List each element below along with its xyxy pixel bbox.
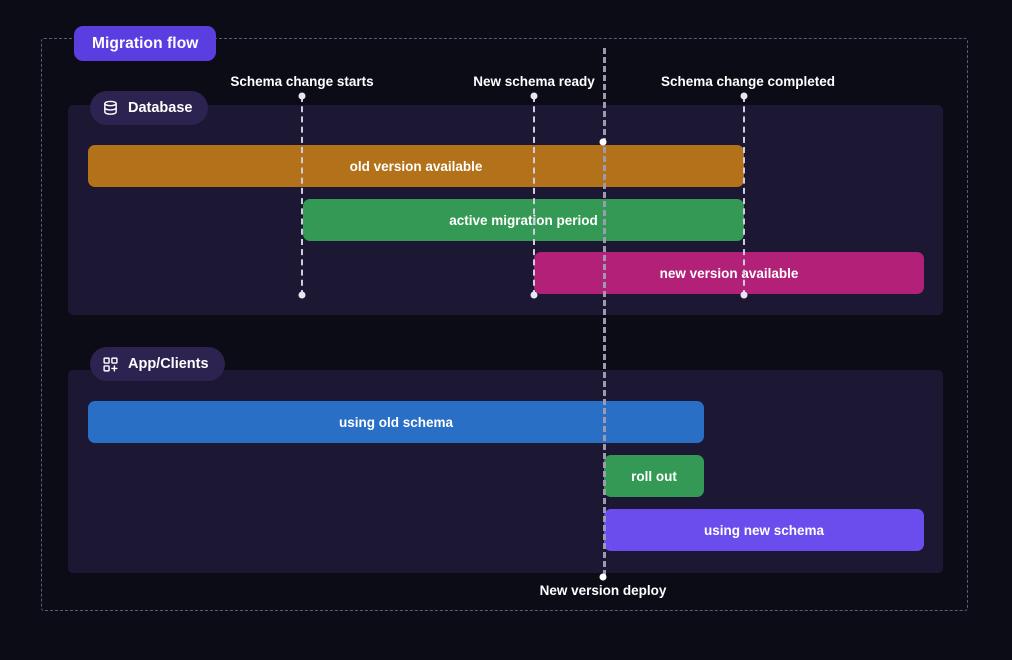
bar-old-version-available: old version available [88, 145, 744, 187]
bar-label: active migration period [449, 212, 598, 228]
milestone-dot-schema-change-completed [740, 92, 748, 100]
lane-badge-app-clients: App/Clients [90, 347, 225, 381]
bar-using-new-schema: using new schema [604, 509, 924, 551]
milestone-line-schema-change-completed [743, 96, 745, 296]
milestone-line-schema-change-starts [301, 96, 303, 296]
outer-dashed-frame [41, 38, 968, 611]
deploy-dot-top [599, 138, 607, 146]
milestone-dot-end-new-schema-ready [530, 291, 538, 299]
bar-label: using new schema [703, 522, 825, 538]
milestone-label-new-schema-ready: New schema ready [473, 74, 595, 89]
milestone-dot-end-schema-change-starts [298, 291, 306, 299]
bar-label: old version available [349, 158, 483, 174]
database-icon [102, 100, 119, 117]
lane-label-database: Database [128, 100, 193, 116]
milestone-dot-end-schema-change-completed [740, 291, 748, 299]
deploy-marker-line [603, 48, 606, 576]
bar-label: new version available [659, 265, 799, 281]
milestone-label-schema-change-starts: Schema change starts [230, 74, 374, 89]
flow-title-label: Migration flow [92, 34, 199, 52]
bar-label: roll out [631, 468, 677, 484]
milestone-dot-new-schema-ready [530, 92, 538, 100]
bar-roll-out: roll out [604, 455, 704, 497]
flow-title-badge: Migration flow [74, 26, 217, 61]
lane-label-app-clients: App/Clients [128, 356, 209, 372]
milestone-line-new-schema-ready [533, 96, 535, 296]
deploy-dot-bottom [599, 573, 607, 581]
milestone-label-schema-change-completed: Schema change completed [660, 74, 836, 89]
layout-grid-plus-icon [102, 356, 119, 373]
bar-label: using old schema [338, 414, 454, 430]
milestone-dot-schema-change-starts [298, 92, 306, 100]
bar-active-migration-period: active migration period [303, 199, 744, 241]
deploy-marker-label: New version deploy [539, 583, 667, 598]
lane-badge-database: Database [90, 91, 209, 125]
bar-new-version-available: new version available [534, 252, 924, 294]
bar-using-old-schema: using old schema [88, 401, 704, 443]
